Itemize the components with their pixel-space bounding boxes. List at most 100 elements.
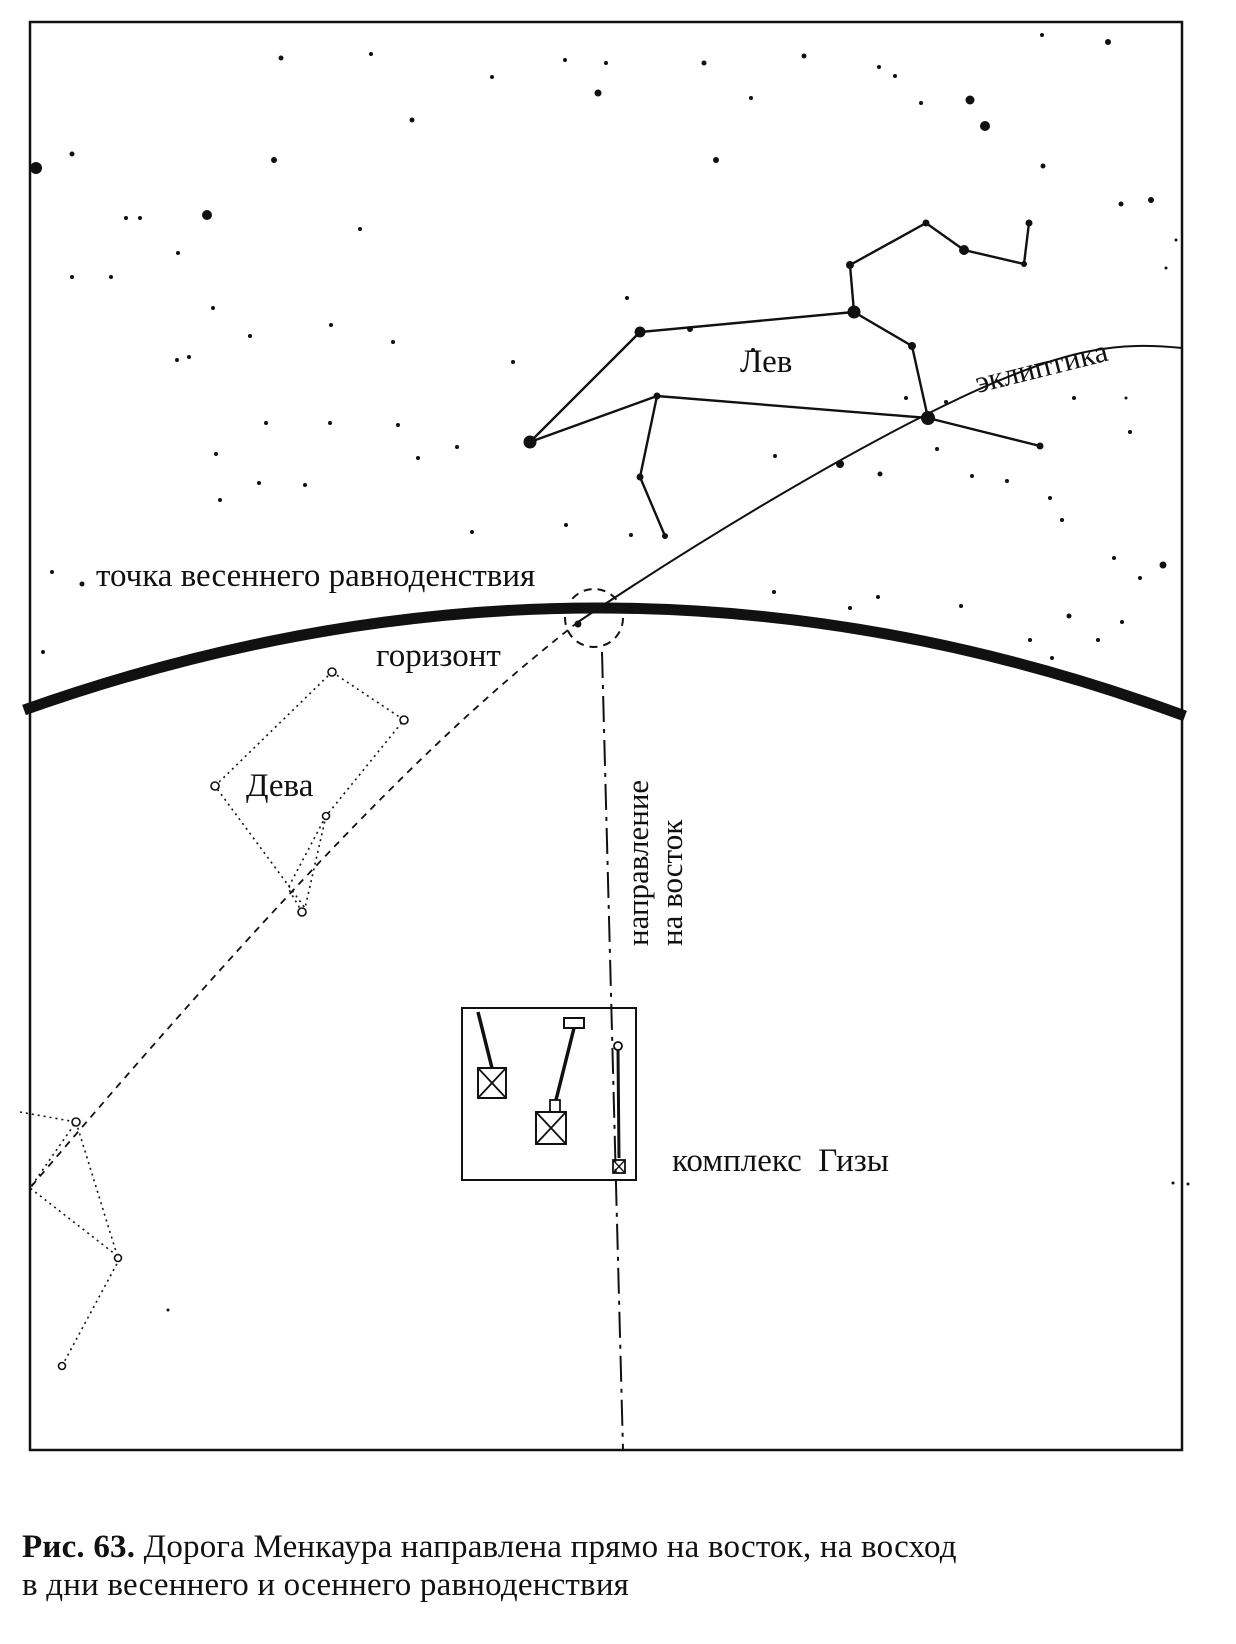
star <box>303 483 307 487</box>
star <box>1124 396 1128 400</box>
giza-complex-frame <box>461 1007 637 1181</box>
star <box>1174 238 1178 242</box>
star <box>211 306 215 310</box>
star <box>264 421 268 425</box>
star <box>563 58 567 62</box>
star <box>396 423 400 427</box>
star <box>1096 638 1100 642</box>
star <box>959 604 963 608</box>
equinox-point-dot <box>574 620 582 628</box>
star <box>935 447 939 451</box>
star <box>1050 656 1054 660</box>
star <box>50 570 54 574</box>
star-diagram: Лев эклиптика точка весеннего равноденст… <box>19 20 1190 1452</box>
star <box>109 275 113 279</box>
star <box>1118 201 1124 207</box>
star <box>772 590 776 594</box>
star <box>749 96 753 100</box>
east-direction-label-line1: направление <box>620 780 655 946</box>
star <box>187 355 191 359</box>
ecliptic-line <box>577 344 1183 623</box>
star <box>1164 266 1168 270</box>
star <box>1128 430 1132 434</box>
star <box>391 340 395 344</box>
star <box>369 52 373 56</box>
virgo-constellation <box>19 671 406 1367</box>
star <box>1138 576 1142 580</box>
star <box>69 151 75 157</box>
equinox-label-star <box>79 581 85 587</box>
star <box>176 251 180 255</box>
khafre-pyramid-icon <box>535 1111 567 1145</box>
star <box>1048 496 1052 500</box>
star <box>919 101 923 105</box>
leo-back-line <box>529 310 855 443</box>
star <box>564 523 568 527</box>
star <box>713 157 719 163</box>
star <box>470 530 474 534</box>
star <box>594 89 602 97</box>
star <box>1148 197 1154 203</box>
star <box>893 74 897 78</box>
star <box>1105 39 1111 45</box>
star <box>166 1308 170 1312</box>
star <box>751 348 755 352</box>
star <box>1040 33 1044 37</box>
leo-label: Лев <box>740 344 792 380</box>
star <box>41 650 45 654</box>
leo-body-line <box>529 310 930 444</box>
caption-line-1: Дорога Менкаура направлена прямо на вост… <box>135 1529 957 1565</box>
star <box>455 445 459 449</box>
star <box>1005 479 1009 483</box>
star <box>124 216 128 220</box>
menkaure-pyramid-icon <box>612 1159 626 1174</box>
star <box>629 533 633 537</box>
star <box>625 296 629 300</box>
star <box>1028 638 1032 642</box>
east-direction-label: направление на восток <box>620 780 689 946</box>
giza-complex-label: комплекс Гизы <box>672 1143 889 1179</box>
star <box>773 454 777 458</box>
leo-leg-front <box>638 395 667 537</box>
star <box>248 334 252 338</box>
caption-line-2: в дни весеннего и осеннего равноденствия <box>22 1567 630 1603</box>
figure-caption: Рис. 63. Дорога Менкаура направлена прям… <box>22 1528 1222 1604</box>
star <box>904 396 908 400</box>
khufu-pyramid-icon <box>477 1067 507 1099</box>
horizon-label: горизонт <box>376 638 501 674</box>
star <box>358 227 362 231</box>
east-direction-label-line2: на восток <box>654 819 689 946</box>
star <box>1186 1182 1190 1186</box>
star <box>218 498 222 502</box>
star <box>175 358 179 362</box>
star <box>1112 556 1116 560</box>
star <box>965 95 975 105</box>
east-direction-line <box>601 651 624 1451</box>
horizon-arc <box>22 602 1187 722</box>
star <box>329 323 333 327</box>
star <box>970 474 974 478</box>
star <box>980 121 990 131</box>
star <box>138 216 142 220</box>
leo-leg-rear <box>927 416 1041 448</box>
equinox-point-marker <box>564 588 624 648</box>
ecliptic-label: эклиптика <box>971 333 1111 400</box>
star <box>257 481 261 485</box>
star <box>70 275 74 279</box>
star <box>278 55 284 61</box>
star <box>1040 163 1046 169</box>
ecliptic-below-horizon <box>29 621 579 1189</box>
star <box>848 606 852 610</box>
leo-mane-line <box>848 221 1031 313</box>
diagram-frame <box>28 20 1184 1452</box>
star <box>877 471 883 477</box>
star <box>511 360 515 364</box>
figure-number: Рис. 63. <box>22 1529 136 1565</box>
star <box>801 53 807 59</box>
leo-stars <box>523 219 1044 539</box>
equinox-point-label: точка весеннего равноденствия <box>96 558 535 594</box>
virgo-stars <box>57 667 409 1371</box>
star <box>409 117 415 123</box>
star <box>876 595 880 599</box>
background-stars <box>30 33 1190 1312</box>
